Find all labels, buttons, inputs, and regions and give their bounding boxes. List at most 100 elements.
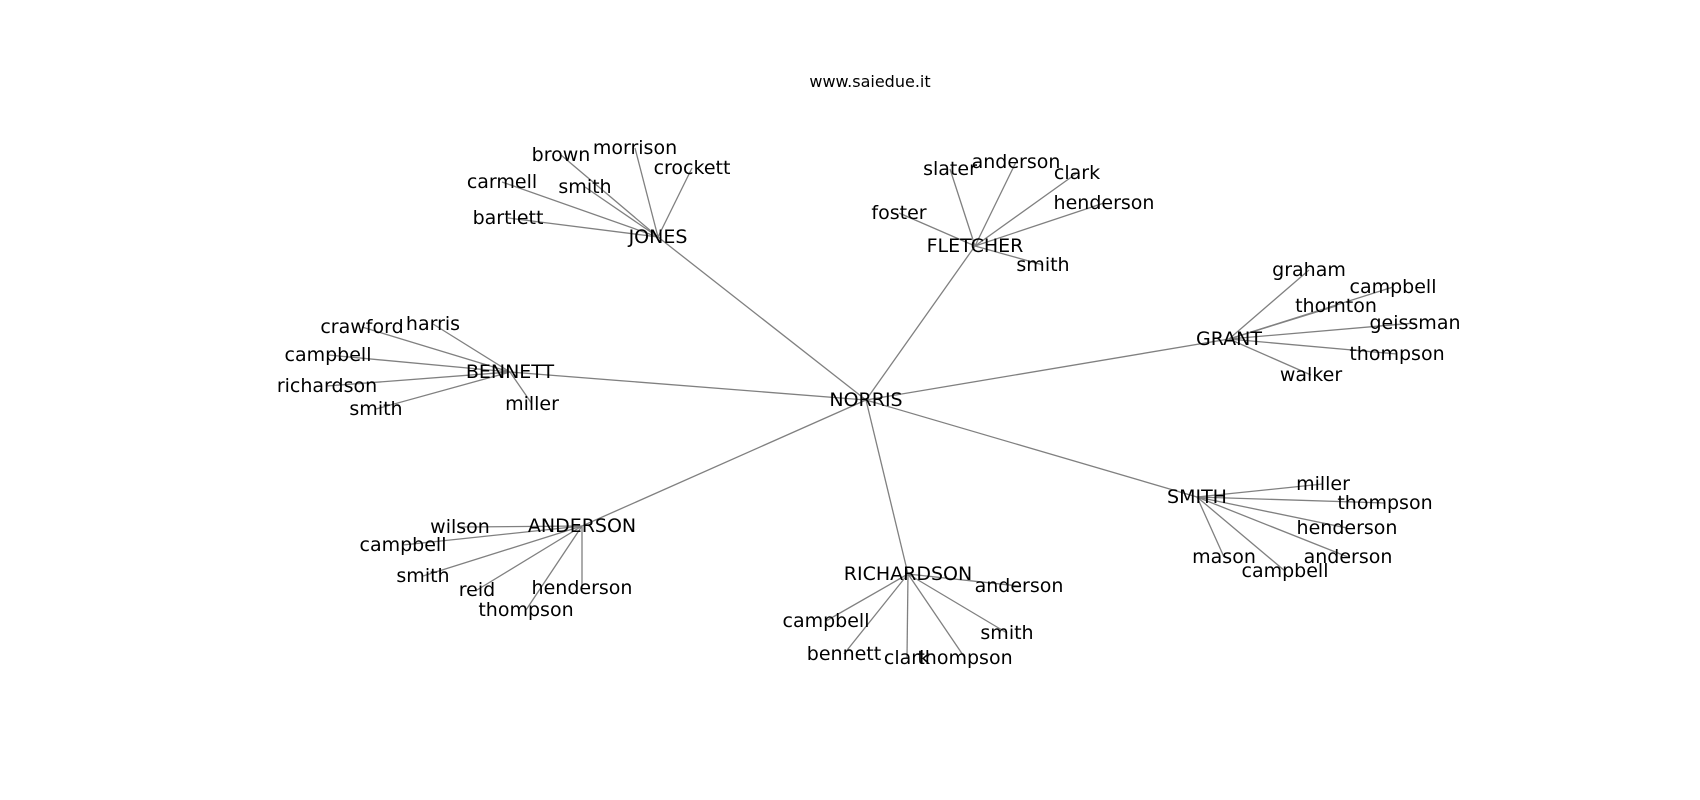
hub-node-label: GRANT: [1196, 328, 1262, 350]
leaf-node-label: thornton: [1295, 295, 1377, 317]
leaf-node-label: smith: [1016, 254, 1069, 276]
edge-fletcher-foster: [898, 212, 976, 247]
leaf-node-label: anderson: [975, 575, 1064, 597]
edge-bennett-harris: [432, 323, 511, 373]
edges-layer: [326, 147, 1416, 659]
leaf-node-label: brown: [532, 144, 591, 166]
edge-center-richardson: [865, 399, 909, 575]
leaf-node-label: clark: [1054, 162, 1100, 184]
leaf-node-label: geissman: [1369, 312, 1460, 334]
edge-grant-geissman: [1228, 322, 1416, 340]
leaf-node-label: miller: [505, 393, 559, 415]
leaf-node-label: smith: [396, 565, 449, 587]
edge-anderson-campbell: [402, 525, 583, 546]
hub-node-label: SMITH: [1167, 486, 1227, 508]
edge-center-fletcher: [865, 245, 976, 401]
edge-richardson-anderson: [907, 573, 1020, 587]
edge-bennett-richardson: [326, 371, 511, 387]
leaf-node-label: thompson: [1337, 492, 1432, 514]
leaf-node-label: wilson: [430, 516, 490, 538]
leaf-node-label: thompson: [917, 647, 1012, 669]
edge-smith-campbell: [1196, 496, 1286, 572]
leaf-node-label: henderson: [532, 577, 633, 599]
edge-fletcher-clark: [974, 172, 1078, 247]
edge-richardson-campbell: [825, 573, 909, 622]
edge-center-bennett: [509, 371, 867, 401]
leaf-node-label: miller: [1296, 473, 1350, 495]
edge-anderson-thompson: [525, 525, 583, 611]
leaf-node-label: bennett: [807, 643, 881, 665]
edge-fletcher-henderson: [974, 202, 1105, 247]
leaf-node-label: thompson: [478, 599, 573, 621]
edge-bennett-smith: [375, 371, 511, 410]
leaf-node-label: thompson: [1349, 343, 1444, 365]
leaf-node-label: mason: [1192, 546, 1256, 568]
leaf-node-label: carmell: [467, 171, 537, 193]
edge-center-grant: [865, 338, 1230, 401]
leaf-node-label: reid: [459, 579, 495, 601]
edge-richardson-smith: [907, 573, 1008, 634]
hub-node-label: FLETCHER: [927, 235, 1024, 257]
hub-node-label: ANDERSON: [528, 515, 636, 537]
leaf-node-label: walker: [1280, 364, 1342, 386]
edge-fletcher-slater: [949, 168, 976, 247]
leaf-node-label: clark: [884, 647, 930, 669]
edge-jones-carmell: [501, 181, 659, 238]
leaf-node-label: bartlett: [473, 207, 544, 229]
leaf-node-label: crockett: [654, 157, 731, 179]
leaf-node-label: morrison: [593, 137, 677, 159]
center-node-label: NORRIS: [829, 389, 902, 411]
leaf-node-label: campbell: [1242, 560, 1329, 582]
edge-anderson-reid: [476, 525, 583, 591]
leaf-node-label: foster: [871, 202, 926, 224]
edge-center-smith: [865, 399, 1198, 498]
leaf-node-label: campbell: [285, 344, 372, 366]
edge-bennett-campbell: [327, 354, 511, 373]
edge-grant-thompson: [1228, 338, 1398, 355]
edge-grant-graham: [1228, 269, 1310, 340]
leaf-node-label: anderson: [972, 151, 1061, 173]
edge-jones-bartlett: [507, 217, 659, 238]
edge-grant-thornton: [1228, 305, 1337, 340]
hub-node-label: BENNETT: [466, 361, 555, 383]
leaf-node-label: harris: [406, 313, 460, 335]
leaf-node-label: smith: [349, 398, 402, 420]
leaf-node-label: campbell: [783, 610, 870, 632]
edge-fletcher-smith: [974, 245, 1044, 266]
edge-jones-brown: [560, 154, 659, 238]
edge-jones-morrison: [634, 147, 659, 238]
leaf-node-label: smith: [558, 176, 611, 198]
hub-node-label: JONES: [628, 226, 688, 248]
leaf-node-label: henderson: [1054, 192, 1155, 214]
edge-smith-thompson: [1196, 496, 1386, 504]
edge-fletcher-anderson: [974, 161, 1017, 247]
edge-smith-miller: [1196, 483, 1324, 498]
edge-anderson-smith: [422, 525, 583, 577]
leaf-node-label: anderson: [1304, 546, 1393, 568]
edge-bennett-miller: [509, 371, 533, 405]
edge-richardson-bennett: [843, 573, 909, 655]
leaf-node-label: henderson: [1297, 517, 1398, 539]
hub-node-label: RICHARDSON: [844, 563, 972, 585]
edge-grant-walker: [1228, 338, 1312, 376]
leaf-node-label: campbell: [360, 534, 447, 556]
leaf-node-label: smith: [980, 622, 1033, 644]
edge-richardson-thompson: [907, 573, 966, 659]
edge-jones-smith: [584, 186, 659, 238]
edge-richardson-clark: [906, 573, 909, 659]
edge-center-anderson: [581, 399, 867, 527]
edge-smith-henderson: [1196, 496, 1348, 529]
leaf-node-label: campbell: [1350, 276, 1437, 298]
leaf-node-label: graham: [1272, 259, 1346, 281]
edge-jones-crockett: [657, 167, 693, 238]
edge-smith-mason: [1196, 496, 1225, 558]
edge-center-jones: [657, 236, 867, 401]
site-title: www.saiedue.it: [809, 72, 930, 91]
leaf-node-label: slater: [923, 158, 977, 180]
edge-smith-anderson: [1196, 496, 1349, 558]
edge-bennett-crawford: [361, 326, 511, 373]
leaf-node-label: richardson: [277, 375, 377, 397]
leaf-node-label: crawford: [320, 316, 403, 338]
